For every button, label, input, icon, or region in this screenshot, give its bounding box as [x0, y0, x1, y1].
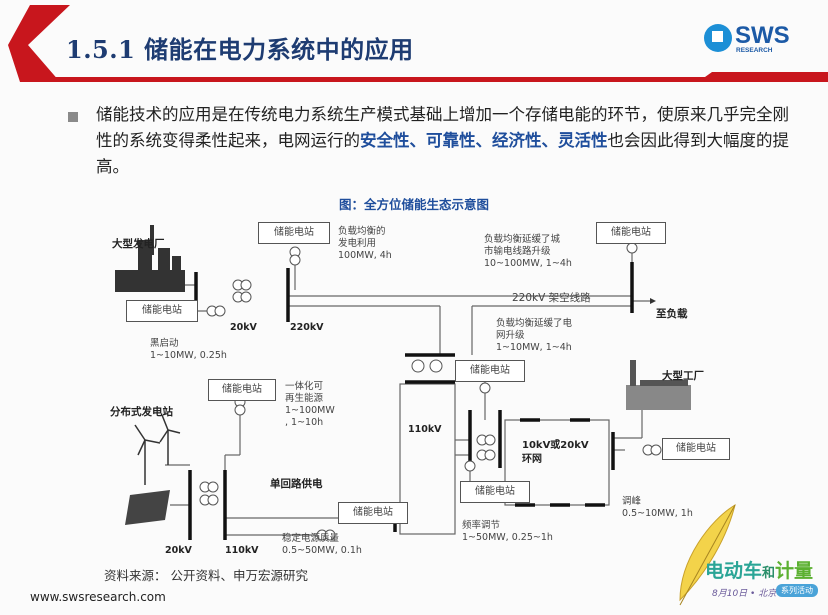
brand-text: 电动车 — [705, 560, 763, 582]
event-badge: 系列活动 — [776, 584, 818, 597]
factory-label: 大型工厂 — [662, 370, 704, 382]
arrow-icon — [650, 298, 656, 304]
text: 、 — [541, 131, 559, 150]
figure-caption: 图：全方位储能生态示意图 — [338, 197, 489, 212]
storage-station: 储能电站 — [662, 438, 730, 460]
storage-station: 储能电站 — [258, 222, 330, 244]
feather-icon — [679, 503, 736, 606]
ring-label: 10kV或20kV — [522, 440, 589, 451]
website-link[interactable]: www.swsresearch.com — [30, 590, 166, 604]
bus-220kv-label: 220kV — [290, 322, 324, 333]
text: 、 — [409, 131, 427, 150]
storage-station: 储能电站 — [126, 300, 198, 322]
text: 也会因此得到大幅度的提高。 — [96, 131, 789, 176]
storage-station: 储能电站 — [460, 481, 530, 503]
storage-station: 储能电站 — [208, 379, 276, 401]
bullet-text: 储能技术的应用是在传统电力系统生产模式基础上增加一个存储电能的环节，使原来几乎完… — [96, 102, 796, 180]
logo-text: SWS — [735, 22, 790, 49]
wind-turbine-icon — [134, 414, 181, 485]
red-chevron — [8, 5, 70, 82]
highlight: 安全性 — [360, 131, 410, 150]
line-220-label: 220kV 架空线路 — [512, 292, 591, 304]
storage-station: 储能电站 — [338, 502, 408, 524]
highlight: 经济性 — [492, 131, 542, 150]
large-plant-label: 大型发电厂 — [112, 238, 165, 250]
bus-110kv-label: 110kV — [225, 545, 259, 556]
source-note: 资料来源： 公开资料、申万宏源研究 — [104, 568, 308, 583]
bus-110kv-label: 110kV — [408, 424, 442, 435]
single-circuit-label: 单回路供电 — [270, 478, 323, 490]
page-title: 1.5.1 储能在电力系统中的应用 — [66, 35, 414, 64]
storage-station: 储能电站 — [596, 222, 666, 244]
bus-20kv-label: 20kV — [165, 545, 192, 556]
solar-panel-icon — [125, 490, 170, 525]
brand-text: 和 — [762, 566, 776, 581]
bus-20kv-label: 20kV — [230, 322, 257, 333]
power-plant-icon — [115, 225, 185, 292]
highlight: 可靠性 — [426, 131, 476, 150]
logo-subtext: RESEARCH — [736, 47, 773, 54]
factory-icon — [626, 360, 691, 410]
text: 、 — [475, 131, 493, 150]
ring-label: 环网 — [522, 454, 542, 465]
event-brand: 电动车和计量 — [705, 556, 813, 583]
transformer-icons — [199, 234, 662, 541]
storage-station: 储能电站 — [455, 360, 525, 382]
header-underline — [55, 72, 828, 82]
distributed-label: 分布式发电站 — [110, 406, 173, 418]
event-date: 8月10日 • 北京 — [712, 589, 777, 599]
text: 储能技术的应用是在传统电力系统生产模式基础上增加一个存储电能的环节，使原来几乎完… — [96, 105, 789, 150]
bullet-icon — [68, 112, 78, 122]
to-load-label: 至负载 — [656, 308, 688, 320]
highlight: 灵活性 — [558, 131, 608, 150]
header-decoration — [8, 5, 828, 82]
brand-text: 计量 — [775, 560, 814, 582]
